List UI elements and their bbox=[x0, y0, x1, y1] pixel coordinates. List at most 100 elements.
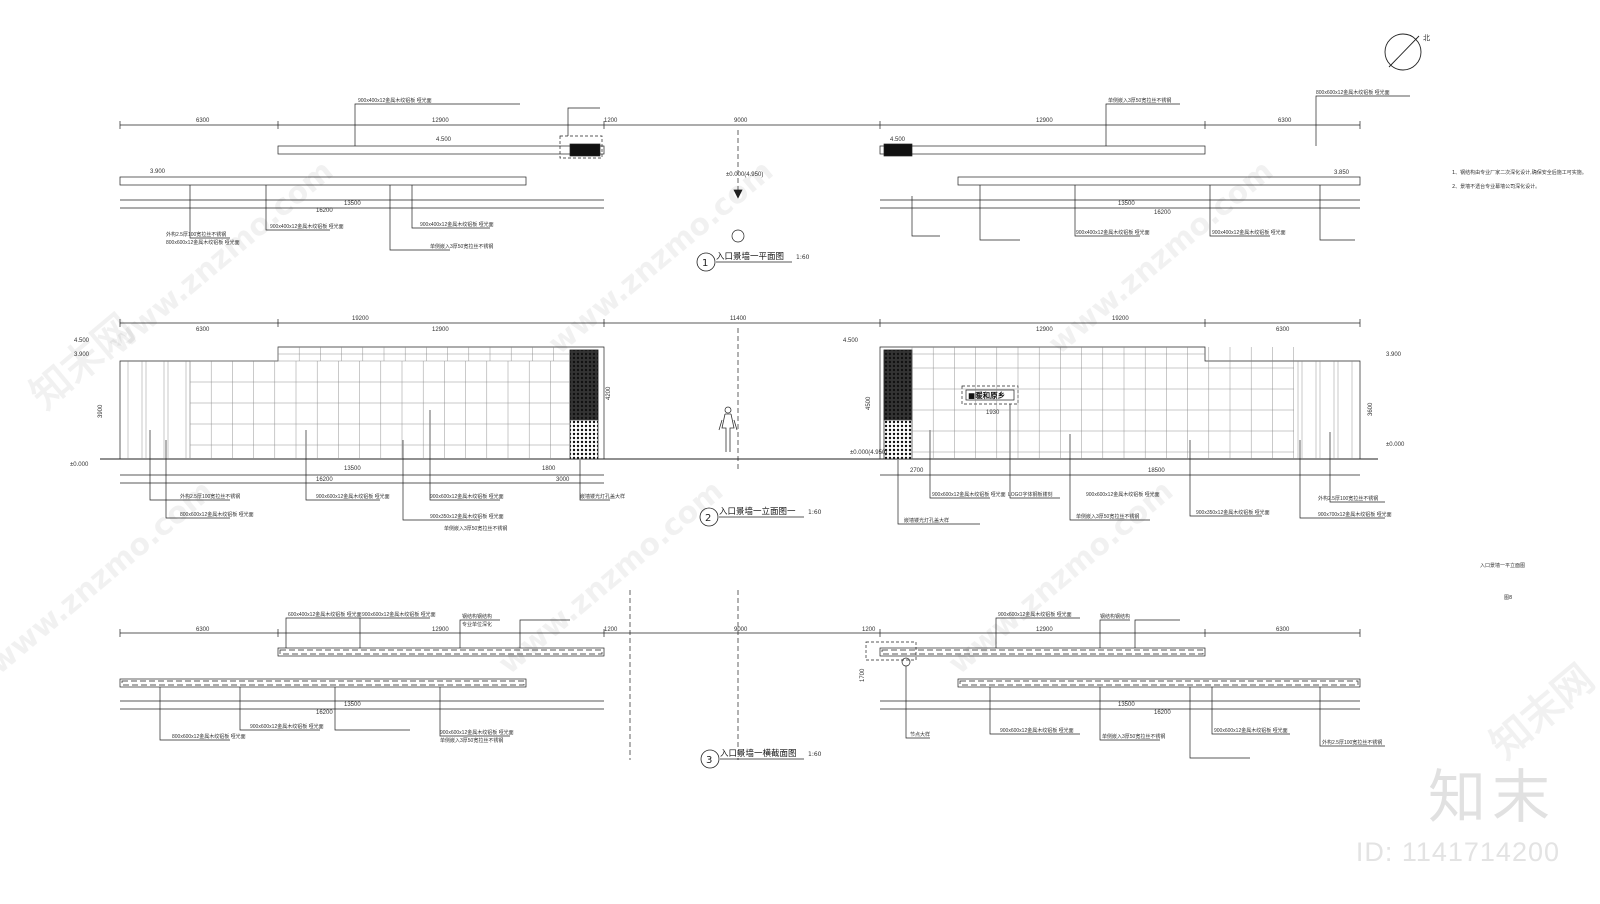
elev-note-900x600-r2: 900x600x12金属木纹铝板 哑光面 bbox=[1086, 491, 1160, 498]
sect-dim-1200: 1200 bbox=[604, 627, 618, 633]
sect-dim-1700: 1700 bbox=[860, 668, 866, 682]
elev-dim-16200: 16200 bbox=[316, 477, 333, 483]
elev-note-900x350-r: 900x350x12金属木纹铝板 哑光面 bbox=[1196, 509, 1270, 516]
sect-dim-12900: 12900 bbox=[432, 627, 449, 633]
elev-dim-3900: 3900 bbox=[98, 404, 104, 418]
elevation-labels: 6300 19200 12900 11400 19200 12900 6300 … bbox=[70, 316, 1405, 532]
sect-dim-13500: 13500 bbox=[344, 702, 361, 708]
plan-note-800x600: 800x600x12金属木纹铝板 哑光面 bbox=[166, 239, 240, 246]
elev-level-0: ±0.000 bbox=[70, 462, 89, 468]
section-title: 3 入口景墙一横截面图 1:60 bbox=[700, 748, 822, 769]
plan-title: 1 入口景墙一平面图 1:60 bbox=[696, 251, 810, 272]
elev-dim-19200: 19200 bbox=[352, 316, 369, 322]
sect-dim-6300: 6300 bbox=[196, 627, 210, 633]
sect-note-600x400: 600x400x12金属木纹铝板 哑光面 bbox=[288, 611, 362, 618]
elev-note-plate: 单侧嵌入3厚50宽拉丝不锈钢 bbox=[444, 525, 507, 532]
elev-note-900x600-b: 900x600x12金属木纹铝板 哑光面 bbox=[430, 493, 504, 500]
sect-note-900x600-c: 900x600x12金属木纹铝板 哑光面 bbox=[440, 729, 514, 736]
elev-note-light-r: 嵌墙镂光灯孔盖大样 bbox=[904, 517, 949, 524]
sect-dim-12900-r: 12900 bbox=[1036, 627, 1053, 633]
plan-dim-13500-r: 13500 bbox=[1118, 201, 1135, 207]
elev-note-900x700-r: 900x700x12金属木纹铝板 哑光面 bbox=[1318, 511, 1392, 518]
plan-note-900x400-b: 900x400x12金属木纹铝板 哑光面 bbox=[270, 223, 344, 230]
sect-note-900x600: 900x600x12金属木纹铝板 哑光面 bbox=[362, 611, 436, 618]
plan-note-plate: 单侧嵌入3厚50宽拉丝不锈钢 bbox=[430, 243, 493, 250]
elev-note-steel-r: 外构2.5厚100宽拉丝不锈钢 bbox=[1318, 495, 1378, 502]
elevation-view bbox=[100, 319, 1385, 525]
side-notes: 1、钢结构由专业厂家二次深化设计,确保安全后施工可实施。 2、景墙不透台专业幕墙… bbox=[1452, 169, 1587, 601]
sect-dim-1200-r: 1200 bbox=[862, 627, 876, 633]
section-title-text: 入口景墙一横截面图 bbox=[720, 748, 797, 759]
plan-level-4500: 4.500 bbox=[436, 137, 452, 143]
elev-note-steel: 外构2.5厚100宽拉丝不锈钢 bbox=[180, 493, 240, 500]
plan-title-text: 入口景墙一平面图 bbox=[716, 251, 784, 262]
sect-dim-16200: 16200 bbox=[316, 710, 333, 716]
sect-dim-6300-r: 6300 bbox=[1276, 627, 1290, 633]
sect-dim-13500-r: 13500 bbox=[1118, 702, 1135, 708]
plan-note-900x400-c: 900x400x12金属木纹铝板 哑光面 bbox=[420, 221, 494, 228]
sect-note-frame-r: 钢结构钢结构 bbox=[1100, 613, 1130, 620]
side-note-1: 1、钢结构由专业厂家二次深化设计,确保安全后施工可实施。 bbox=[1452, 169, 1587, 176]
sect-note-900x600-r3: 900x600x12金属木纹铝板 哑光面 bbox=[1214, 727, 1288, 734]
elev-level-3900: 3.900 bbox=[74, 352, 90, 358]
sect-note-900x600-b: 900x600x12金属木纹铝板 哑光面 bbox=[250, 723, 324, 730]
plan-note-steel: 外构2.5厚100宽拉丝不锈钢 bbox=[166, 231, 226, 238]
elevation-title-text: 入口景墙一立面图一 bbox=[719, 506, 796, 517]
elev-note-900x350: 900x350x12金属木纹铝板 哑光面 bbox=[430, 513, 504, 520]
plan-level-4500-r: 4.500 bbox=[890, 137, 906, 143]
elev-dim-6300: 6300 bbox=[196, 327, 210, 333]
elevation-grid-right bbox=[911, 347, 1353, 459]
elev-level-3900-r: 3.900 bbox=[1386, 352, 1402, 358]
elev-note-900x600-r: 900x600x12金属木纹铝板 哑光面 bbox=[932, 491, 1006, 498]
elev-dim-4500: 4500 bbox=[866, 396, 872, 410]
sect-note-plate-r: 单侧嵌入3厚50宽拉丝不锈钢 bbox=[1102, 733, 1165, 740]
plan-title-number: 1 bbox=[702, 258, 708, 269]
plan-dim-16200: 16200 bbox=[316, 208, 333, 214]
sect-note-900x600-r: 900x600x12金属木纹铝板 哑光面 bbox=[998, 611, 1072, 618]
sect-dim-9000: 9000 bbox=[734, 627, 748, 633]
elev-dim-12900-r: 12900 bbox=[1036, 327, 1053, 333]
sign-plaque-text: ■暖和原乡 bbox=[968, 390, 1005, 400]
plan-dim-9000: 9000 bbox=[734, 118, 748, 124]
plan-dim-13500: 13500 bbox=[344, 201, 361, 207]
elev-dim-11400: 11400 bbox=[730, 316, 747, 322]
plan-note-800x400-r: 800x600x12金属木纹铝板 哑光面 bbox=[1316, 89, 1390, 96]
elev-level-4500-r: 4.500 bbox=[843, 338, 859, 344]
elev-dim-1930: 1930 bbox=[986, 410, 1000, 416]
elev-dim-18500: 18500 bbox=[1148, 468, 1165, 474]
elev-level-0-r: ±0.000(4.950) bbox=[850, 450, 887, 456]
sect-note-spec: 专业单位深化 bbox=[462, 621, 492, 628]
side-note-2: 2、景墙不透台专业幕墙公司深化设计。 bbox=[1452, 183, 1540, 190]
section-title-number: 3 bbox=[706, 755, 712, 766]
elevation-grid-left bbox=[127, 347, 570, 459]
plan-note-900x400-r2: 900x400x12金属木纹铝板 哑光面 bbox=[1212, 229, 1286, 236]
elev-note-800x600: 800x600x12金属木纹铝板 哑光面 bbox=[180, 511, 254, 518]
sheet-label: 入口景墙一平立面图 bbox=[1480, 562, 1525, 569]
sect-note-node: 节点大样 bbox=[910, 731, 930, 738]
elevation-title-number: 2 bbox=[705, 513, 711, 524]
elev-dim-1800: 1800 bbox=[542, 466, 556, 472]
section-labels: 6300 12900 1200 9000 1200 12900 6300 135… bbox=[172, 611, 1382, 746]
sheet-number: 图8 bbox=[1504, 595, 1512, 601]
plan-dim-12900-r: 12900 bbox=[1036, 118, 1053, 124]
elev-note-logo: LOGO字体钢板镂刻 bbox=[1008, 491, 1052, 498]
elev-dim-6300-r: 6300 bbox=[1276, 327, 1290, 333]
plan-note-900x400-r: 900x400x12金属木纹铝板 哑光面 bbox=[1076, 229, 1150, 236]
section-view bbox=[119, 590, 1385, 760]
plan-dim-16200-r: 16200 bbox=[1154, 210, 1171, 216]
plan-level-3850: 3.850 bbox=[1334, 170, 1350, 176]
elev-dim-12900: 12900 bbox=[432, 327, 449, 333]
elev-dim-19200-r: 19200 bbox=[1112, 316, 1129, 322]
elev-level-4500: 4.500 bbox=[74, 338, 90, 344]
plan-level-3900: 3.900 bbox=[150, 169, 166, 175]
elev-dim-3000: 3000 bbox=[556, 477, 570, 483]
elev-level-0-r2: ±0.000 bbox=[1386, 442, 1405, 448]
brand-id: ID: 1141714200 bbox=[1355, 837, 1560, 867]
plan-level-0: ±0.000(4.950) bbox=[726, 172, 763, 178]
sect-note-800x600: 800x600x12金属木纹铝板 哑光面 bbox=[172, 733, 246, 740]
elevation-title-scale: 1:60 bbox=[808, 509, 822, 516]
north-arrow-icon: 北 bbox=[1384, 33, 1430, 71]
plan-labels: 6300 12900 1200 9000 12900 6300 13500 16… bbox=[150, 89, 1390, 250]
sect-note-steel-r: 外构2.5厚100宽拉丝不锈钢 bbox=[1322, 739, 1382, 746]
